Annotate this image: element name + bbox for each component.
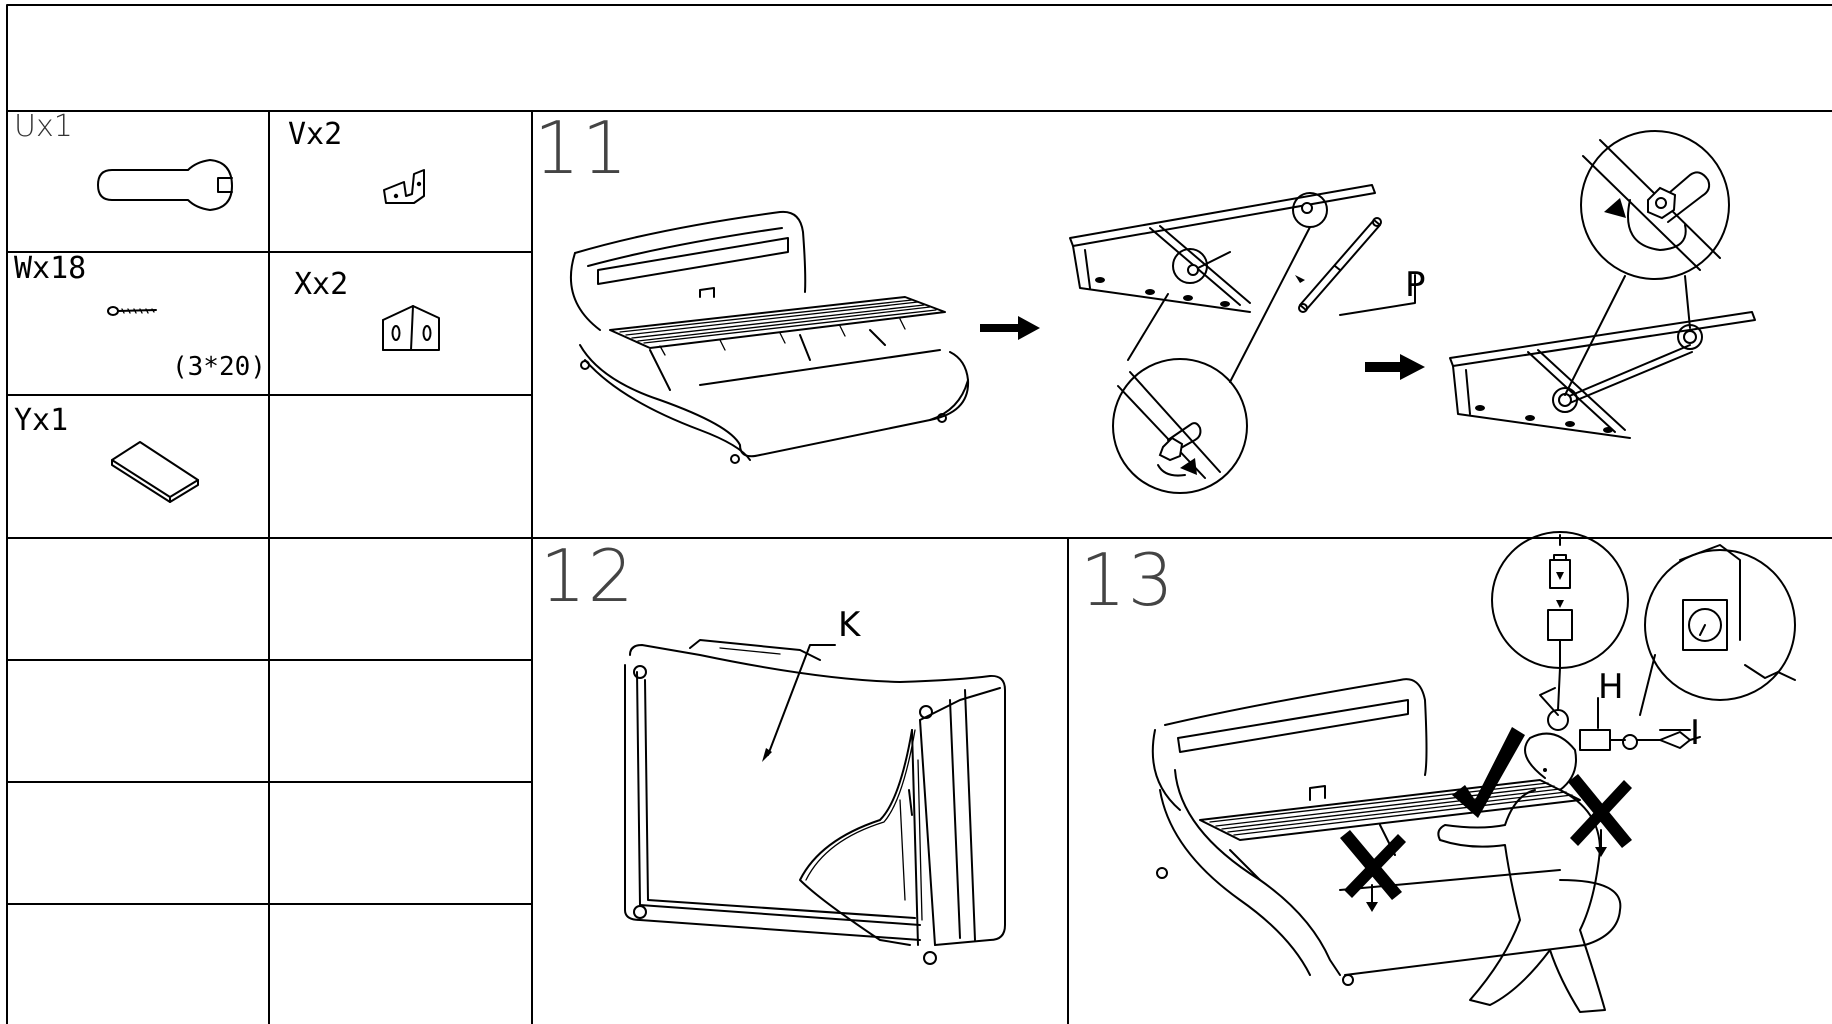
- step-11-number: 11: [534, 106, 630, 190]
- table-grid: [6, 4, 1832, 1024]
- cross-mark-icon: [1340, 830, 1406, 912]
- wrench-icon: [97, 159, 233, 211]
- part-u-label: Ux1: [14, 109, 73, 144]
- part-v-label: Vx2: [288, 117, 343, 152]
- angle-bracket-icon: [383, 169, 425, 204]
- callout-h: H: [1598, 667, 1624, 707]
- step-11-lift-mechanism-after: [1449, 130, 1756, 439]
- arrow-right-icon: [1365, 354, 1425, 380]
- callout-k: K: [838, 605, 861, 645]
- callout-i: I: [1690, 713, 1701, 753]
- part-y-label: Yx1: [14, 403, 69, 438]
- part-w-label: Wx18: [14, 251, 87, 286]
- callout-p: P: [1405, 265, 1426, 305]
- part-x-label: Xx2: [294, 267, 349, 302]
- cross-mark-icon: [1568, 774, 1632, 857]
- check-mark-icon: [1452, 727, 1525, 818]
- arrow-right-icon: [980, 316, 1040, 340]
- step-13-bed-illustration: [1151, 531, 1796, 1013]
- flat-bracket-icon: [382, 305, 440, 351]
- part-w-size-note: (3*20): [172, 352, 266, 382]
- spacer-block-icon: [111, 441, 199, 503]
- step-13-number: 13: [1080, 538, 1176, 622]
- step-11-lift-mechanism-before: [1069, 184, 1416, 494]
- step-12-number: 12: [540, 534, 636, 618]
- step-12-bed-side-illustration: [624, 639, 1006, 965]
- screw-icon: [107, 306, 157, 316]
- step-11-bed-illustration: [569, 210, 970, 464]
